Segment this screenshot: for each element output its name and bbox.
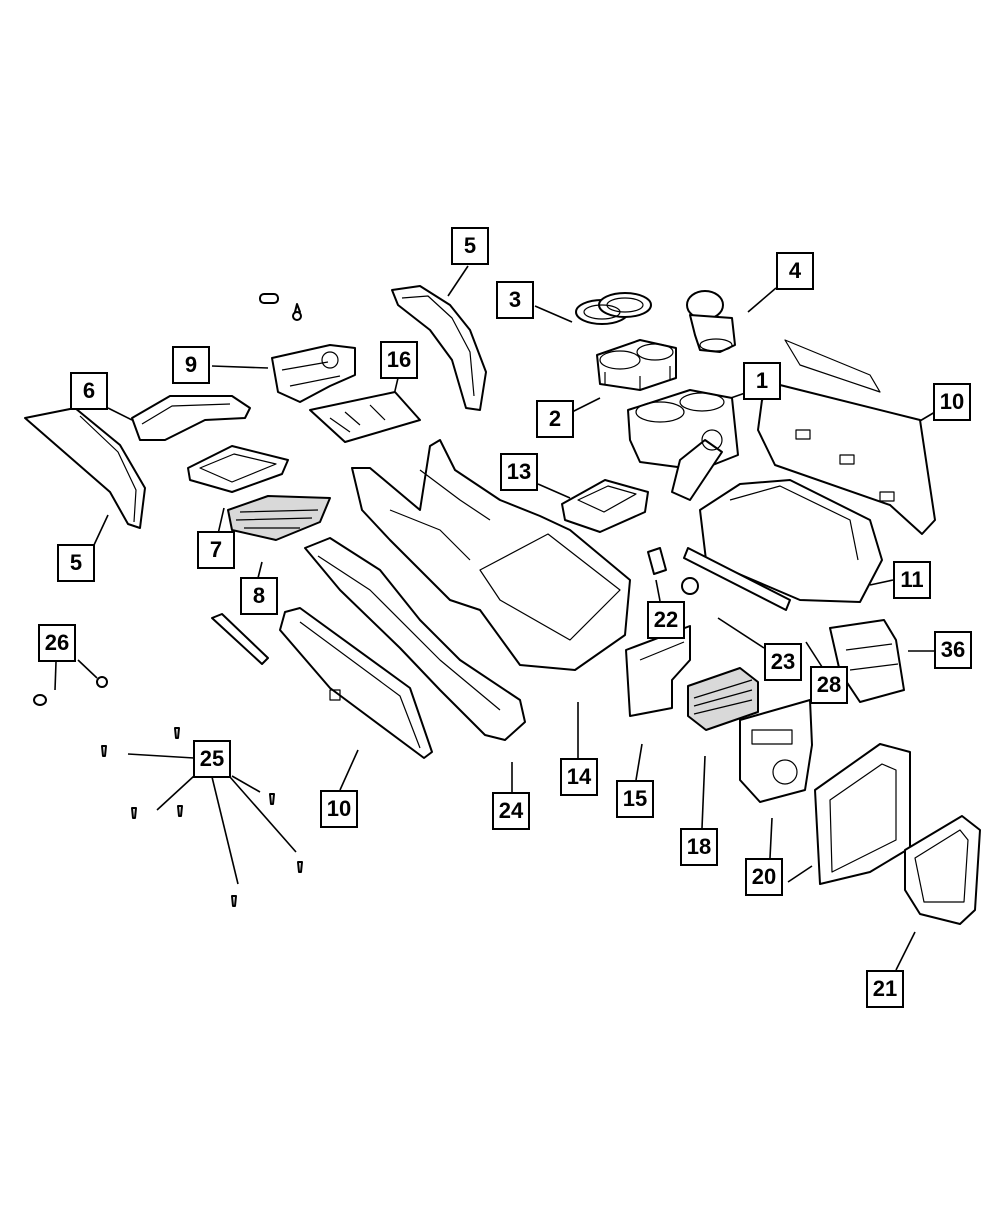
callout-21[interactable]: 21 bbox=[866, 970, 904, 1008]
callout-9[interactable]: 9 bbox=[172, 346, 210, 384]
part-15-bracket bbox=[625, 625, 691, 717]
callout-6[interactable]: 6 bbox=[70, 372, 108, 410]
callout-1[interactable]: 1 bbox=[743, 362, 781, 400]
callout-5-upper[interactable]: 5 bbox=[451, 227, 489, 265]
callout-3[interactable]: 3 bbox=[496, 281, 534, 319]
part-1-cup-holder-assembly bbox=[627, 389, 739, 501]
fastener-clip bbox=[259, 293, 302, 321]
small-trim-plate bbox=[211, 613, 269, 665]
part-9-bezel bbox=[271, 344, 356, 403]
callout-16[interactable]: 16 bbox=[380, 341, 418, 379]
part-3-cup-ring bbox=[575, 292, 652, 325]
part-4-cup-insert bbox=[686, 290, 736, 353]
callout-10-left[interactable]: 10 bbox=[320, 790, 358, 828]
callout-7[interactable]: 7 bbox=[197, 531, 235, 569]
part-11-armrest-lid bbox=[699, 479, 883, 603]
part-10-right-panel bbox=[757, 339, 936, 535]
part-6-upper-bezel bbox=[131, 395, 251, 441]
callout-26[interactable]: 26 bbox=[38, 624, 76, 662]
part-10-left-panel bbox=[279, 607, 433, 759]
part-5-upper-trim bbox=[391, 285, 487, 411]
part-25-screws bbox=[101, 727, 303, 907]
part-18-vent bbox=[687, 667, 759, 731]
callout-2[interactable]: 2 bbox=[536, 400, 574, 438]
callout-20[interactable]: 20 bbox=[745, 858, 783, 896]
part-16-shift-plate bbox=[309, 391, 421, 443]
part-7-frame bbox=[187, 445, 289, 493]
callout-28[interactable]: 28 bbox=[810, 666, 848, 704]
part-2-cup-holder bbox=[596, 339, 677, 391]
callout-18[interactable]: 18 bbox=[680, 828, 718, 866]
callout-25[interactable]: 25 bbox=[193, 740, 231, 778]
part-22-switch bbox=[647, 547, 699, 595]
callout-23[interactable]: 23 bbox=[764, 643, 802, 681]
callout-14[interactable]: 14 bbox=[560, 758, 598, 796]
part-20-control-panel bbox=[739, 699, 911, 885]
part-21-bezel-ring bbox=[904, 815, 981, 925]
part-23-rail bbox=[683, 547, 791, 611]
part-26-clips bbox=[33, 676, 108, 706]
part-14-console-body bbox=[351, 439, 631, 671]
callout-10-right[interactable]: 10 bbox=[933, 383, 971, 421]
callout-22[interactable]: 22 bbox=[647, 601, 685, 639]
leader-lines bbox=[54, 265, 936, 971]
callout-8[interactable]: 8 bbox=[240, 577, 278, 615]
part-5-side-trim bbox=[24, 407, 146, 529]
callout-24[interactable]: 24 bbox=[492, 792, 530, 830]
callout-13[interactable]: 13 bbox=[500, 453, 538, 491]
callout-15[interactable]: 15 bbox=[616, 780, 654, 818]
callout-4[interactable]: 4 bbox=[776, 252, 814, 290]
part-13-tray bbox=[561, 479, 649, 533]
callout-5-left[interactable]: 5 bbox=[57, 544, 95, 582]
callout-11[interactable]: 11 bbox=[893, 561, 931, 599]
part-8-mat bbox=[227, 495, 331, 541]
part-24-lower-rail bbox=[304, 537, 526, 741]
callout-36[interactable]: 36 bbox=[934, 631, 972, 669]
